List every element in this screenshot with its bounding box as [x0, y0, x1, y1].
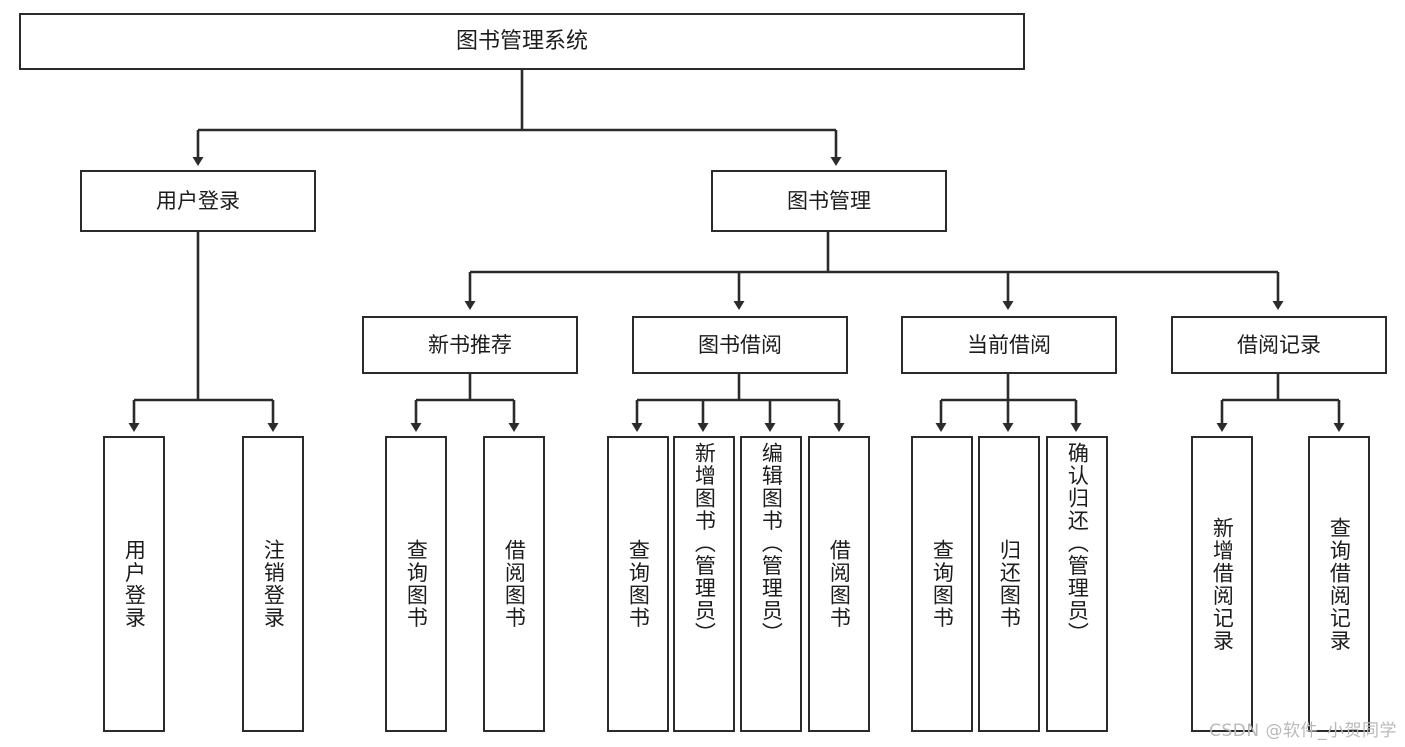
- node-leaf-query-book-3[interactable]: 查询图书: [911, 436, 973, 732]
- node-leaf-add-record-label: 新增借阅记录: [1210, 516, 1235, 652]
- node-leaf-confirm-return-label: 确认归还（管理员）: [1065, 442, 1090, 645]
- node-current-borrow[interactable]: 当前借阅: [901, 316, 1117, 374]
- node-leaf-query-book-1-label: 查询图书: [404, 539, 429, 629]
- node-leaf-return-book-label: 归还图书: [997, 539, 1022, 629]
- node-borrow-record[interactable]: 借阅记录: [1171, 316, 1387, 374]
- node-new-book-recommend-label: 新书推荐: [428, 332, 512, 357]
- node-leaf-query-book-2-label: 查询图书: [626, 539, 651, 629]
- node-leaf-add-record[interactable]: 新增借阅记录: [1191, 436, 1253, 732]
- node-user-login[interactable]: 用户登录: [80, 170, 316, 232]
- node-leaf-logout[interactable]: 注销登录: [242, 436, 304, 732]
- node-book-borrow[interactable]: 图书借阅: [632, 316, 848, 374]
- csdn-watermark: CSDN @软件_小贺同学: [1209, 721, 1397, 741]
- node-leaf-user-login-label: 用户登录: [122, 539, 147, 629]
- node-root-label: 图书管理系统: [455, 28, 588, 54]
- node-book-borrow-label: 图书借阅: [698, 332, 782, 357]
- node-leaf-borrow-book-1[interactable]: 借阅图书: [483, 436, 545, 732]
- node-leaf-return-book[interactable]: 归还图书: [978, 436, 1040, 732]
- node-leaf-add-book[interactable]: 新增图书（管理员）: [673, 436, 735, 732]
- node-leaf-query-record-label: 查询借阅记录: [1327, 516, 1352, 652]
- node-new-book-recommend[interactable]: 新书推荐: [362, 316, 578, 374]
- node-borrow-record-label: 借阅记录: [1237, 332, 1321, 357]
- node-leaf-confirm-return[interactable]: 确认归还（管理员）: [1046, 436, 1108, 732]
- node-leaf-query-book-1[interactable]: 查询图书: [385, 436, 447, 732]
- node-user-login-label: 用户登录: [156, 188, 240, 213]
- node-leaf-borrow-book-2[interactable]: 借阅图书: [808, 436, 870, 732]
- node-leaf-edit-book[interactable]: 编辑图书（管理员）: [740, 436, 802, 732]
- node-leaf-query-record[interactable]: 查询借阅记录: [1308, 436, 1370, 732]
- node-leaf-add-book-label: 新增图书（管理员）: [692, 442, 717, 645]
- node-root[interactable]: 图书管理系统: [19, 13, 1025, 70]
- node-leaf-query-book-3-label: 查询图书: [930, 539, 955, 629]
- node-book-manage[interactable]: 图书管理: [711, 170, 947, 232]
- node-leaf-borrow-book-1-label: 借阅图书: [502, 539, 527, 629]
- node-leaf-edit-book-label: 编辑图书（管理员）: [759, 442, 784, 645]
- node-leaf-logout-label: 注销登录: [261, 539, 286, 629]
- node-leaf-query-book-2[interactable]: 查询图书: [607, 436, 669, 732]
- node-book-manage-label: 图书管理: [787, 188, 871, 213]
- node-leaf-borrow-book-2-label: 借阅图书: [827, 539, 852, 629]
- node-leaf-user-login[interactable]: 用户登录: [103, 436, 165, 732]
- node-current-borrow-label: 当前借阅: [967, 332, 1051, 357]
